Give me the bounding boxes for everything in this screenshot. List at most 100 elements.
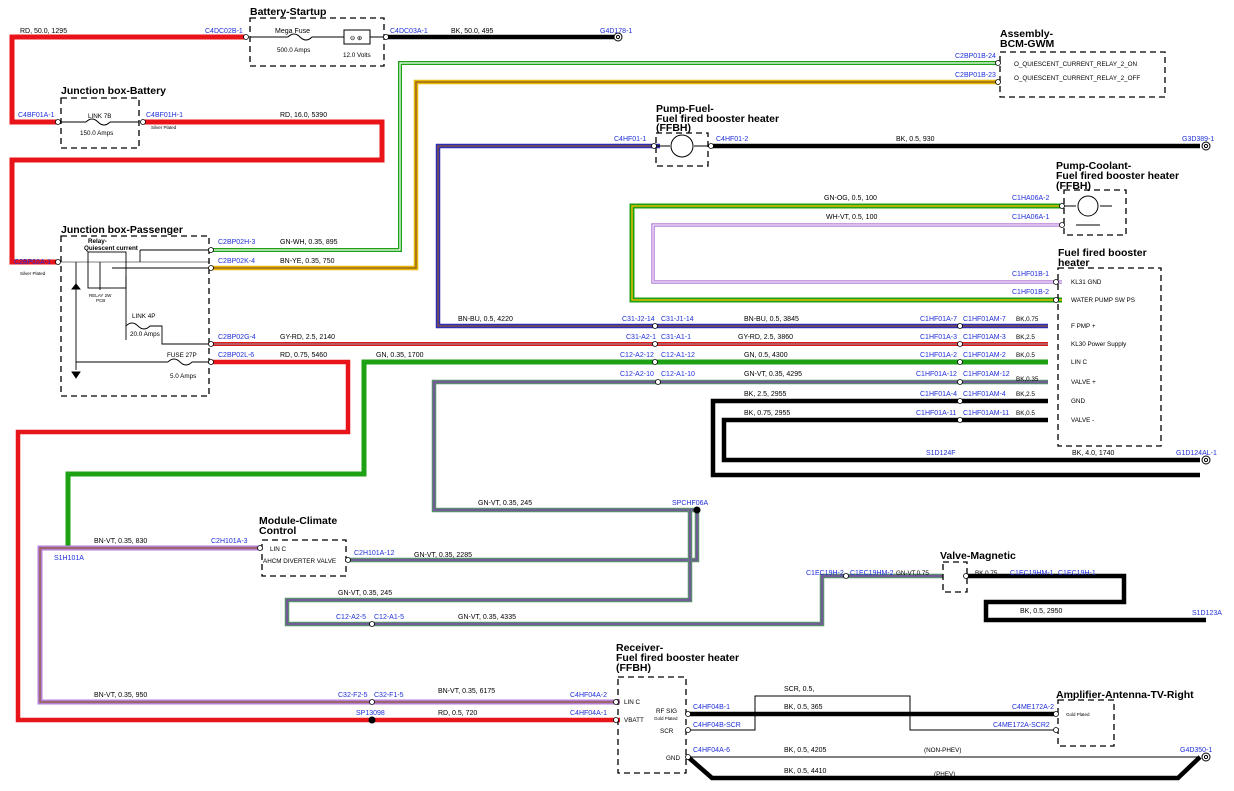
amplifier-plating: Gold Plated — [1066, 712, 1090, 717]
connector-pins — [55, 34, 1065, 760]
pin-c1ec19hm1: C1EC19HM-1 — [1010, 570, 1054, 577]
wire-label: BN-VT, 0.35, 6175 — [438, 688, 495, 695]
wire-label: BK, 50.0, 495 — [451, 28, 494, 35]
pin-c12a210: C12-A2-10 — [620, 371, 654, 378]
pin-c1hf01am12: C1HF01AM-12 — [963, 371, 1010, 378]
fuse-27p-label: FUSE 27P — [167, 352, 197, 359]
pump-coolant-title-1: Pump-Coolant- — [1056, 160, 1132, 172]
wire-label: BN-BU, 0.5, 4220 — [458, 316, 513, 323]
pin-g3d389: G3D389-1 — [1182, 136, 1214, 143]
wire-label: WH-VT, 0.5, 100 — [826, 214, 877, 221]
relay-sub-2: PCB — [96, 298, 105, 303]
pin-c4hf04a6: C4HF04A-6 — [693, 747, 730, 754]
link-7b-symbol — [61, 118, 139, 126]
pump-coolant-box — [1063, 189, 1127, 236]
wire-label: BK,0.75 — [1016, 316, 1039, 323]
jb-passenger-plating: Silver Plated — [20, 271, 46, 276]
amplifier-title: Amplifier-Antenna-TV-Right — [1056, 689, 1194, 701]
pump-coolant-title-3: (FFBH) — [1056, 180, 1091, 192]
ffbh-pin-gnd: GND — [1071, 398, 1085, 405]
wire-label: GN-VT,0.75 — [896, 570, 929, 577]
pin-c1hf01am2: C1HF01AM-2 — [963, 352, 1006, 359]
wire-label: BK, 0.5, 4205 — [784, 747, 827, 754]
receiver-title-2: Fuel fired booster heater — [616, 652, 739, 664]
wire-label: BN-VT, 0.35, 830 — [94, 538, 147, 545]
pin-c4hf01-1: C4HF01-1 — [614, 136, 646, 143]
pin-s1h101a: S1H101A — [54, 555, 84, 562]
wire-label: BK, 2.5, 2955 — [744, 391, 787, 398]
wire-label: GN-WH, 0.35, 895 — [280, 239, 338, 246]
link-7b-label: LINK 7B — [88, 113, 111, 120]
splice-dots — [368, 506, 701, 724]
pin-c2bp02g: C2BP02G-4 — [218, 334, 256, 341]
pin-c1hf01a3: C1HF01A-3 — [920, 334, 957, 341]
ffbh-pin-linc: LIN C — [1071, 359, 1088, 366]
wire-label: BN-YE, 0.35, 750 — [280, 258, 335, 265]
receiver-plating: Gold Plated — [654, 716, 678, 721]
wire-label: BK,2.5 — [1016, 391, 1035, 398]
ffbh-pin-water-pump: WATER PUMP SW PS — [1071, 297, 1135, 304]
pin-c2bp01b23: C2BP01B-23 — [955, 72, 996, 79]
wire-label: BK, 4.0, 1740 — [1072, 450, 1115, 457]
pin-c4bf01a: C4BF01A-1 — [18, 112, 55, 119]
wire-label: SCR, 0.5, — [784, 686, 814, 693]
pin-g1d124al: G1D124AL-1 — [1176, 450, 1217, 457]
receiver-pin-linc: LIN C — [624, 699, 641, 706]
wire-label: GY-RD, 2.5, 3860 — [738, 334, 793, 341]
bcm-title-2: BCM-GWM — [1000, 38, 1054, 50]
pin-c4me172ascr: C4ME172A-SCR2 — [993, 722, 1050, 729]
battery-terminals: ⊖ ⊕ — [350, 35, 362, 42]
wire-gn-lin — [65, 359, 1048, 548]
pin-s1d123a: S1D123A — [1192, 610, 1222, 617]
relay-sub-1: RELAY 2W — [89, 293, 112, 298]
amplifier-box — [1057, 699, 1115, 747]
pin-c1hf01am11: C1HF01AM-11 — [963, 410, 1009, 417]
pin-c1hf01am7: C1HF01AM-7 — [963, 316, 1006, 323]
pin-c1hf01a12: C1HF01A-12 — [916, 371, 957, 378]
climate-pin-diverter: AHCM DIVERTER VALVE — [263, 558, 336, 565]
ffbh-pin-kl30: KL30 Power Supply — [1071, 341, 1127, 348]
pump-fuel-title-3: (FFBH) — [656, 122, 691, 134]
wire-label: BK, 0.5, 2950 — [1020, 608, 1063, 615]
pin-c1ec19h2: C1EC19H-2 — [806, 570, 844, 577]
wire-bk-valve — [966, 573, 1206, 623]
ffbh-pin-valve-plus: VALVE + — [1071, 379, 1096, 386]
climate-pin-linc: LIN C — [270, 546, 287, 553]
wire-label: BK,2.5 — [1016, 334, 1035, 341]
pin-c32f15: C32-F1-5 — [374, 692, 404, 699]
pin-c4hf04b1: C4HF04B-1 — [693, 704, 730, 711]
mega-fuse-label: Mega Fuse — [275, 28, 310, 35]
pin-c2h101a3: C2H101A-3 — [211, 538, 248, 545]
pin-c2bp01b24: C2BP01B-24 — [955, 53, 996, 60]
fuse-27p-rating: 5.0 Amps — [170, 373, 196, 380]
pump-coolant-title-2: Fuel fired booster heater — [1056, 170, 1179, 182]
receiver-title-3: (FFBH) — [616, 662, 651, 674]
pin-c12a110: C12-A1-10 — [661, 371, 695, 378]
pin-c12a212: C12-A2-12 — [620, 352, 654, 359]
wire-label: BK, 0.5, 4410 — [784, 768, 827, 775]
pin-c32f25: C32-F2-5 — [338, 692, 368, 699]
battery-startup-title: Battery-Startup — [250, 6, 326, 18]
wire-bn-bu — [435, 143, 1048, 329]
wire-label: GN, 0.35, 1700 — [376, 352, 424, 359]
ffbh-title-2: heater — [1058, 257, 1090, 269]
receiver-pin-rf: RF SIG — [656, 708, 677, 715]
bcm-title-1: Assembly- — [1000, 28, 1054, 40]
pin-c12a25: C12-A2-5 — [336, 614, 366, 621]
wire-label: GN-VT, 0.35, 2285 — [414, 552, 472, 559]
pin-c2bp02l: C2BP02L-6 — [218, 352, 254, 359]
pin-c4hf04a1: C4HF04A-1 — [570, 710, 607, 717]
wire-label: RD, 0.5, 720 — [438, 710, 477, 717]
jb-battery-plating: Silver Plated — [151, 125, 177, 130]
wire-label: BK, 0.5, 930 — [896, 136, 935, 143]
receiver-pin-scr: SCR — [660, 728, 674, 735]
receiver-title-1: Receiver- — [616, 642, 664, 654]
ffbh-title-1: Fuel fired booster — [1058, 247, 1147, 259]
pump-coolant-motor — [1064, 195, 1112, 226]
climate-title-2: Control — [259, 525, 296, 537]
mega-fuse-symbol — [250, 29, 384, 45]
wire-gn-og — [629, 203, 1062, 303]
pump-fuel-title-1: Pump-Fuel- — [656, 103, 714, 115]
pin-c1ha06a1: C1HA06A-1 — [1012, 214, 1049, 221]
wire-label: BK,0.35 — [1016, 376, 1039, 383]
